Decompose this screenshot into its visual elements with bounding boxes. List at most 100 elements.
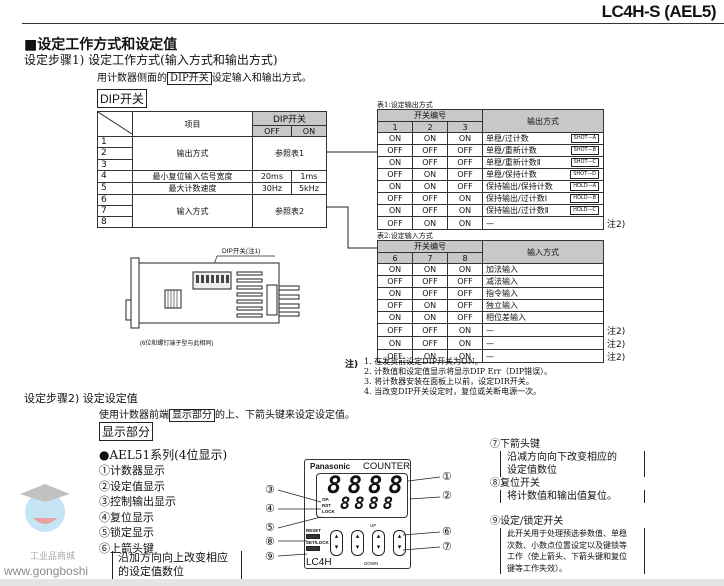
switch-state: ON — [412, 349, 448, 363]
callout-2: ② — [442, 489, 452, 502]
mode-name-text: — — [486, 325, 494, 335]
switch-state: ON — [447, 323, 483, 337]
switch-state: ON — [447, 132, 483, 145]
switch-state: OFF — [447, 299, 483, 312]
lock-indicator: LOCK — [322, 509, 335, 514]
switch-state: OFF — [447, 168, 483, 181]
switch-state: ON — [447, 204, 483, 217]
switch-state: OFF — [377, 216, 413, 230]
digit-key-4[interactable]: ▴▾ — [393, 530, 406, 556]
note-ref: 注2) — [607, 352, 626, 363]
rst-indicator: RST — [322, 503, 331, 508]
reset-switch-desc: 将计数值和输出值复位。 — [500, 490, 645, 503]
item-name: 最小复位输入信号宽度 — [132, 169, 253, 183]
note-ref — [604, 145, 628, 157]
mode-name-text: — — [486, 351, 494, 361]
mode-name: 相位差输入 — [482, 311, 604, 324]
digit-key-2[interactable]: ▴▾ — [351, 530, 364, 556]
notes-label: 注) — [345, 360, 359, 370]
switch-state: ON — [447, 192, 483, 205]
callout-3: ③ — [265, 483, 275, 496]
reset-label: RESET — [306, 528, 322, 533]
mode-name: 单稳/重新计数 SHOT—B — [482, 144, 604, 157]
note-ref: 注2) — [607, 219, 626, 230]
reset-switch[interactable] — [306, 534, 320, 539]
switch-state: OFF — [447, 180, 483, 193]
display-item-list: ①计数器显示 ②设定值显示 ③控制输出显示 ④复位显示 ⑤锁定显示 ⑥上箭头键 — [99, 463, 176, 556]
mode-name-text: 单稳/重新计数 — [486, 146, 537, 155]
note-ref — [604, 157, 628, 169]
note-ref: 注2) — [607, 339, 626, 350]
mode-code-badge: HOLD—C — [570, 206, 599, 215]
digit-key-3[interactable]: ▴▾ — [372, 530, 385, 556]
desc-post: 设定输入和输出方式。 — [211, 73, 312, 84]
note-ref — [604, 133, 628, 145]
switch-state: ON — [377, 311, 413, 324]
display-item: ①计数器显示 — [99, 464, 165, 477]
desc-box: 显示部分 — [169, 409, 215, 422]
switch-state: ON — [377, 180, 413, 193]
desc-box: DIP开关 — [167, 72, 212, 85]
digit-key-1[interactable]: ▴▾ — [330, 530, 343, 556]
note-ref: 注2) — [607, 326, 626, 337]
on-value: 1ms — [290, 169, 328, 183]
switch-state: ON — [377, 156, 413, 169]
setvalue-display-digits: 8888 — [340, 494, 397, 514]
table2-caption: 表2:设定输入方式 — [377, 232, 433, 240]
desc-pre: 使用计数器前端 — [99, 410, 169, 421]
switch-state: OFF — [447, 156, 483, 169]
switch-state: OFF — [377, 192, 413, 205]
mode-code-badge: SHOT—B — [570, 146, 599, 155]
note-spacer — [604, 110, 628, 133]
callout-9: ⑨ — [265, 550, 275, 563]
switch-column-header: 1 — [377, 121, 413, 133]
counter-side-view-image — [125, 255, 300, 329]
table-row: 3 — [97, 158, 327, 171]
mode-name-text: 相位差输入 — [486, 313, 526, 322]
table1-caption: 表1:设定输出方式 — [377, 101, 433, 109]
setlock-switch[interactable] — [306, 546, 320, 551]
switch-state: OFF — [377, 299, 413, 312]
step1-heading: 设定步骤1) 设定工作方式(输入方式和输出方式) — [24, 53, 278, 67]
note-item: 4. 当改变DIP开关设定时，复位或关断电源一次。 — [364, 387, 542, 396]
item-header: 项目 — [132, 110, 253, 138]
switch-number-header: 开关编号 — [377, 240, 483, 253]
note-item: 2. 计数值和设定值显示将显示DIP Err（DIP错误）。 — [364, 367, 553, 376]
note-item: 1. 在发货前设定DIP开关为ON。 — [364, 357, 483, 366]
switch-column-header: 3 — [447, 121, 483, 133]
header-divider — [22, 23, 724, 24]
switch-state: ON — [377, 287, 413, 300]
switch-state: OFF — [412, 144, 448, 157]
callout-6: ⑥ — [442, 525, 452, 538]
note-spacer — [604, 241, 628, 264]
mode-name: 独立输入 — [482, 299, 604, 312]
dip-switch-label: DIP开关(注1) — [222, 248, 261, 255]
up-label: UP — [370, 523, 377, 528]
counter-front-panel — [304, 459, 411, 569]
switch-column-header: 8 — [447, 252, 483, 264]
switch-state: ON — [447, 216, 483, 230]
mode-name-text: 指令输入 — [486, 289, 518, 298]
device-caption: (6位和螺钉端子型与此相同) — [140, 341, 214, 347]
section-title: ■设定工作方式和设定值 — [24, 37, 178, 53]
dip-section-label: DIP开关 — [97, 89, 148, 108]
callout-4: ④ — [265, 502, 275, 515]
switch-state: ON — [412, 132, 448, 145]
mode-code-badge: SHOT—D — [570, 170, 599, 179]
